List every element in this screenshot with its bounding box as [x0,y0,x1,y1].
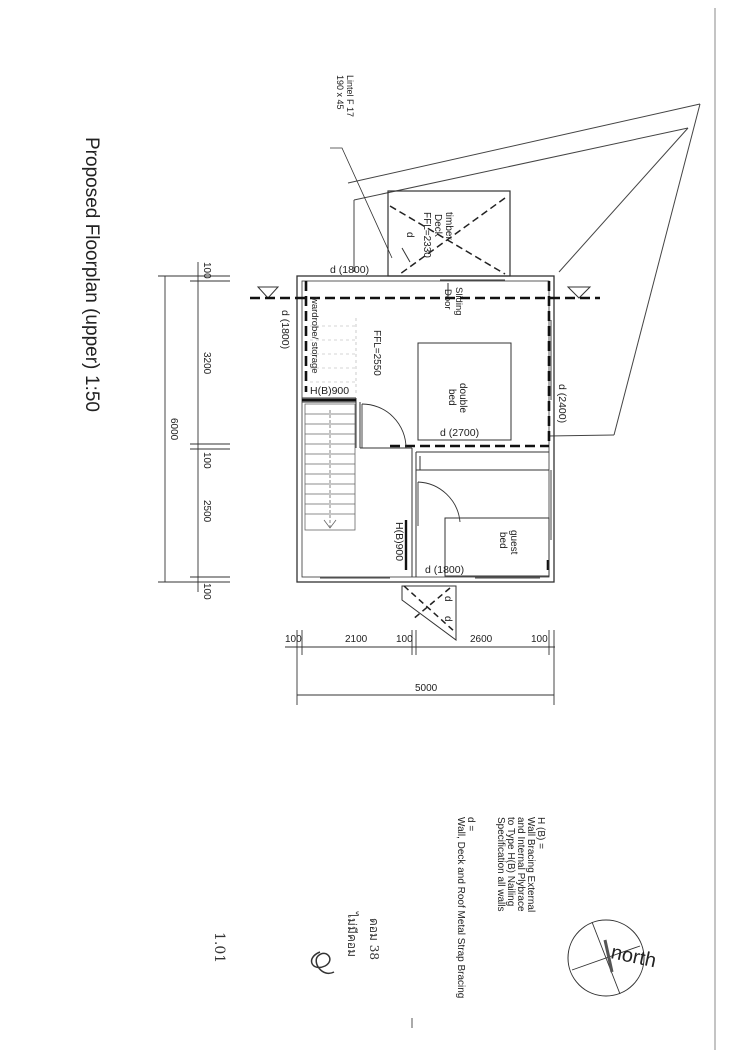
sliding-label-2: Door [442,289,453,310]
north-compass: north [567,919,658,997]
legend-hb-4: Specification all walls [495,817,506,912]
ffl-label: FFL=2550 [371,330,382,376]
interior-walls [302,397,549,577]
hb900-mid: H(B)900 [393,522,405,561]
handwriting-b: ไม่มีคอม [345,911,359,957]
level-markers [256,286,592,299]
double-bed-label-1: double [457,383,468,413]
vdim-100-c: 100 [201,583,212,600]
stoop-d-1: d [442,596,453,602]
north-arrow-icon: north [609,941,658,972]
timber-deck: timber Deck FFL=2330 d [387,190,511,277]
building-outline [296,275,555,583]
legend: H (B) = Wall Bracing External and Intern… [455,817,546,998]
hdim-100-a: 100 [285,634,302,645]
room-labels: Sliding Door wardrobe/ storage FFL=2550 … [309,287,519,555]
hdim-2600: 2600 [470,634,493,645]
deck-label-1: timber [443,212,454,240]
d2400: d (2400) [556,384,568,423]
lintel-size: 190 x 45 [335,75,345,110]
vdim-total: 6000 [168,418,179,441]
hdim-100-b: 100 [396,634,413,645]
entry-stoop: d d [401,585,457,641]
roof-outline [347,103,701,437]
horizontal-dimensions [285,630,555,705]
vdim-2500: 2500 [201,500,212,523]
beds [417,342,550,577]
vdim-3200: 3200 [201,352,212,375]
sliding-label-1: Sliding [453,287,464,316]
door-swings [361,403,461,526]
deck-label-2: Deck [432,214,443,238]
lintel-callout: Lintel F 17 190 x 45 [330,75,393,259]
legend-hb-1: Wall Bracing External [525,817,536,912]
legend-hb: H (B) = [535,817,546,849]
legend-d: d = [465,817,476,831]
sliding-door [440,279,505,296]
vdim-100-a: 100 [201,262,212,279]
hdim-total: 5000 [415,683,438,694]
stoop-d-2: d [442,616,453,622]
handwritten-notes: ดอม 38 ไม่มีคอม 1.01 [211,911,413,1028]
legend-hb-2: and Internal Plybrace [515,817,526,912]
legend-hb-3: to Type H(B) Nailing [505,817,516,906]
bracing-dashed [250,281,600,575]
vertical-dimensions [158,262,230,592]
guest-bed-label-1: guest [508,530,519,555]
guest-bed [444,517,550,577]
vdim-100-b: 100 [201,452,212,469]
d1800-top: d (1800) [330,264,369,276]
signature [310,951,335,975]
title-block: Proposed Floorplan (upper) 1:50 [81,137,102,412]
guest-bed-label-2: bed [497,532,508,549]
hdim-100-c: 100 [531,634,548,645]
north-label: north [609,941,658,972]
bracing-annotations: d (1800) d (1800) d (2400) d (2700) d (1… [279,264,568,576]
wardrobe-label: wardrobe/ storage [309,296,320,374]
plan-title: Proposed Floorplan (upper) [81,137,102,369]
lintel-label: Lintel F 17 [345,75,355,117]
legend-d-1: Wall, Deck and Roof Metal Strap Bracing [455,817,466,998]
deck-ffl: FFL=2330 [421,212,432,258]
windows [320,320,552,579]
staircase [304,403,356,531]
d1800-left: d (1800) [279,310,291,349]
deck-d: d [404,232,415,238]
handwriting-c: 1.01 [211,932,227,963]
double-bed-label-2: bed [446,389,457,406]
handwriting-a: ดอม 38 [367,918,381,960]
vertical-dimension-labels: 100 3200 100 2500 100 6000 [168,262,212,600]
plan-scale: 1:50 [81,375,102,412]
d1800-bottom: d (1800) [425,564,464,576]
d2700: d (2700) [440,427,479,439]
hb900-top: H(B)900 [310,385,349,397]
double-bed [417,342,512,441]
storage-hatching [310,318,357,396]
horizontal-dimension-labels: 100 2100 100 2600 100 5000 [285,634,548,694]
hdim-2100: 2100 [345,634,368,645]
